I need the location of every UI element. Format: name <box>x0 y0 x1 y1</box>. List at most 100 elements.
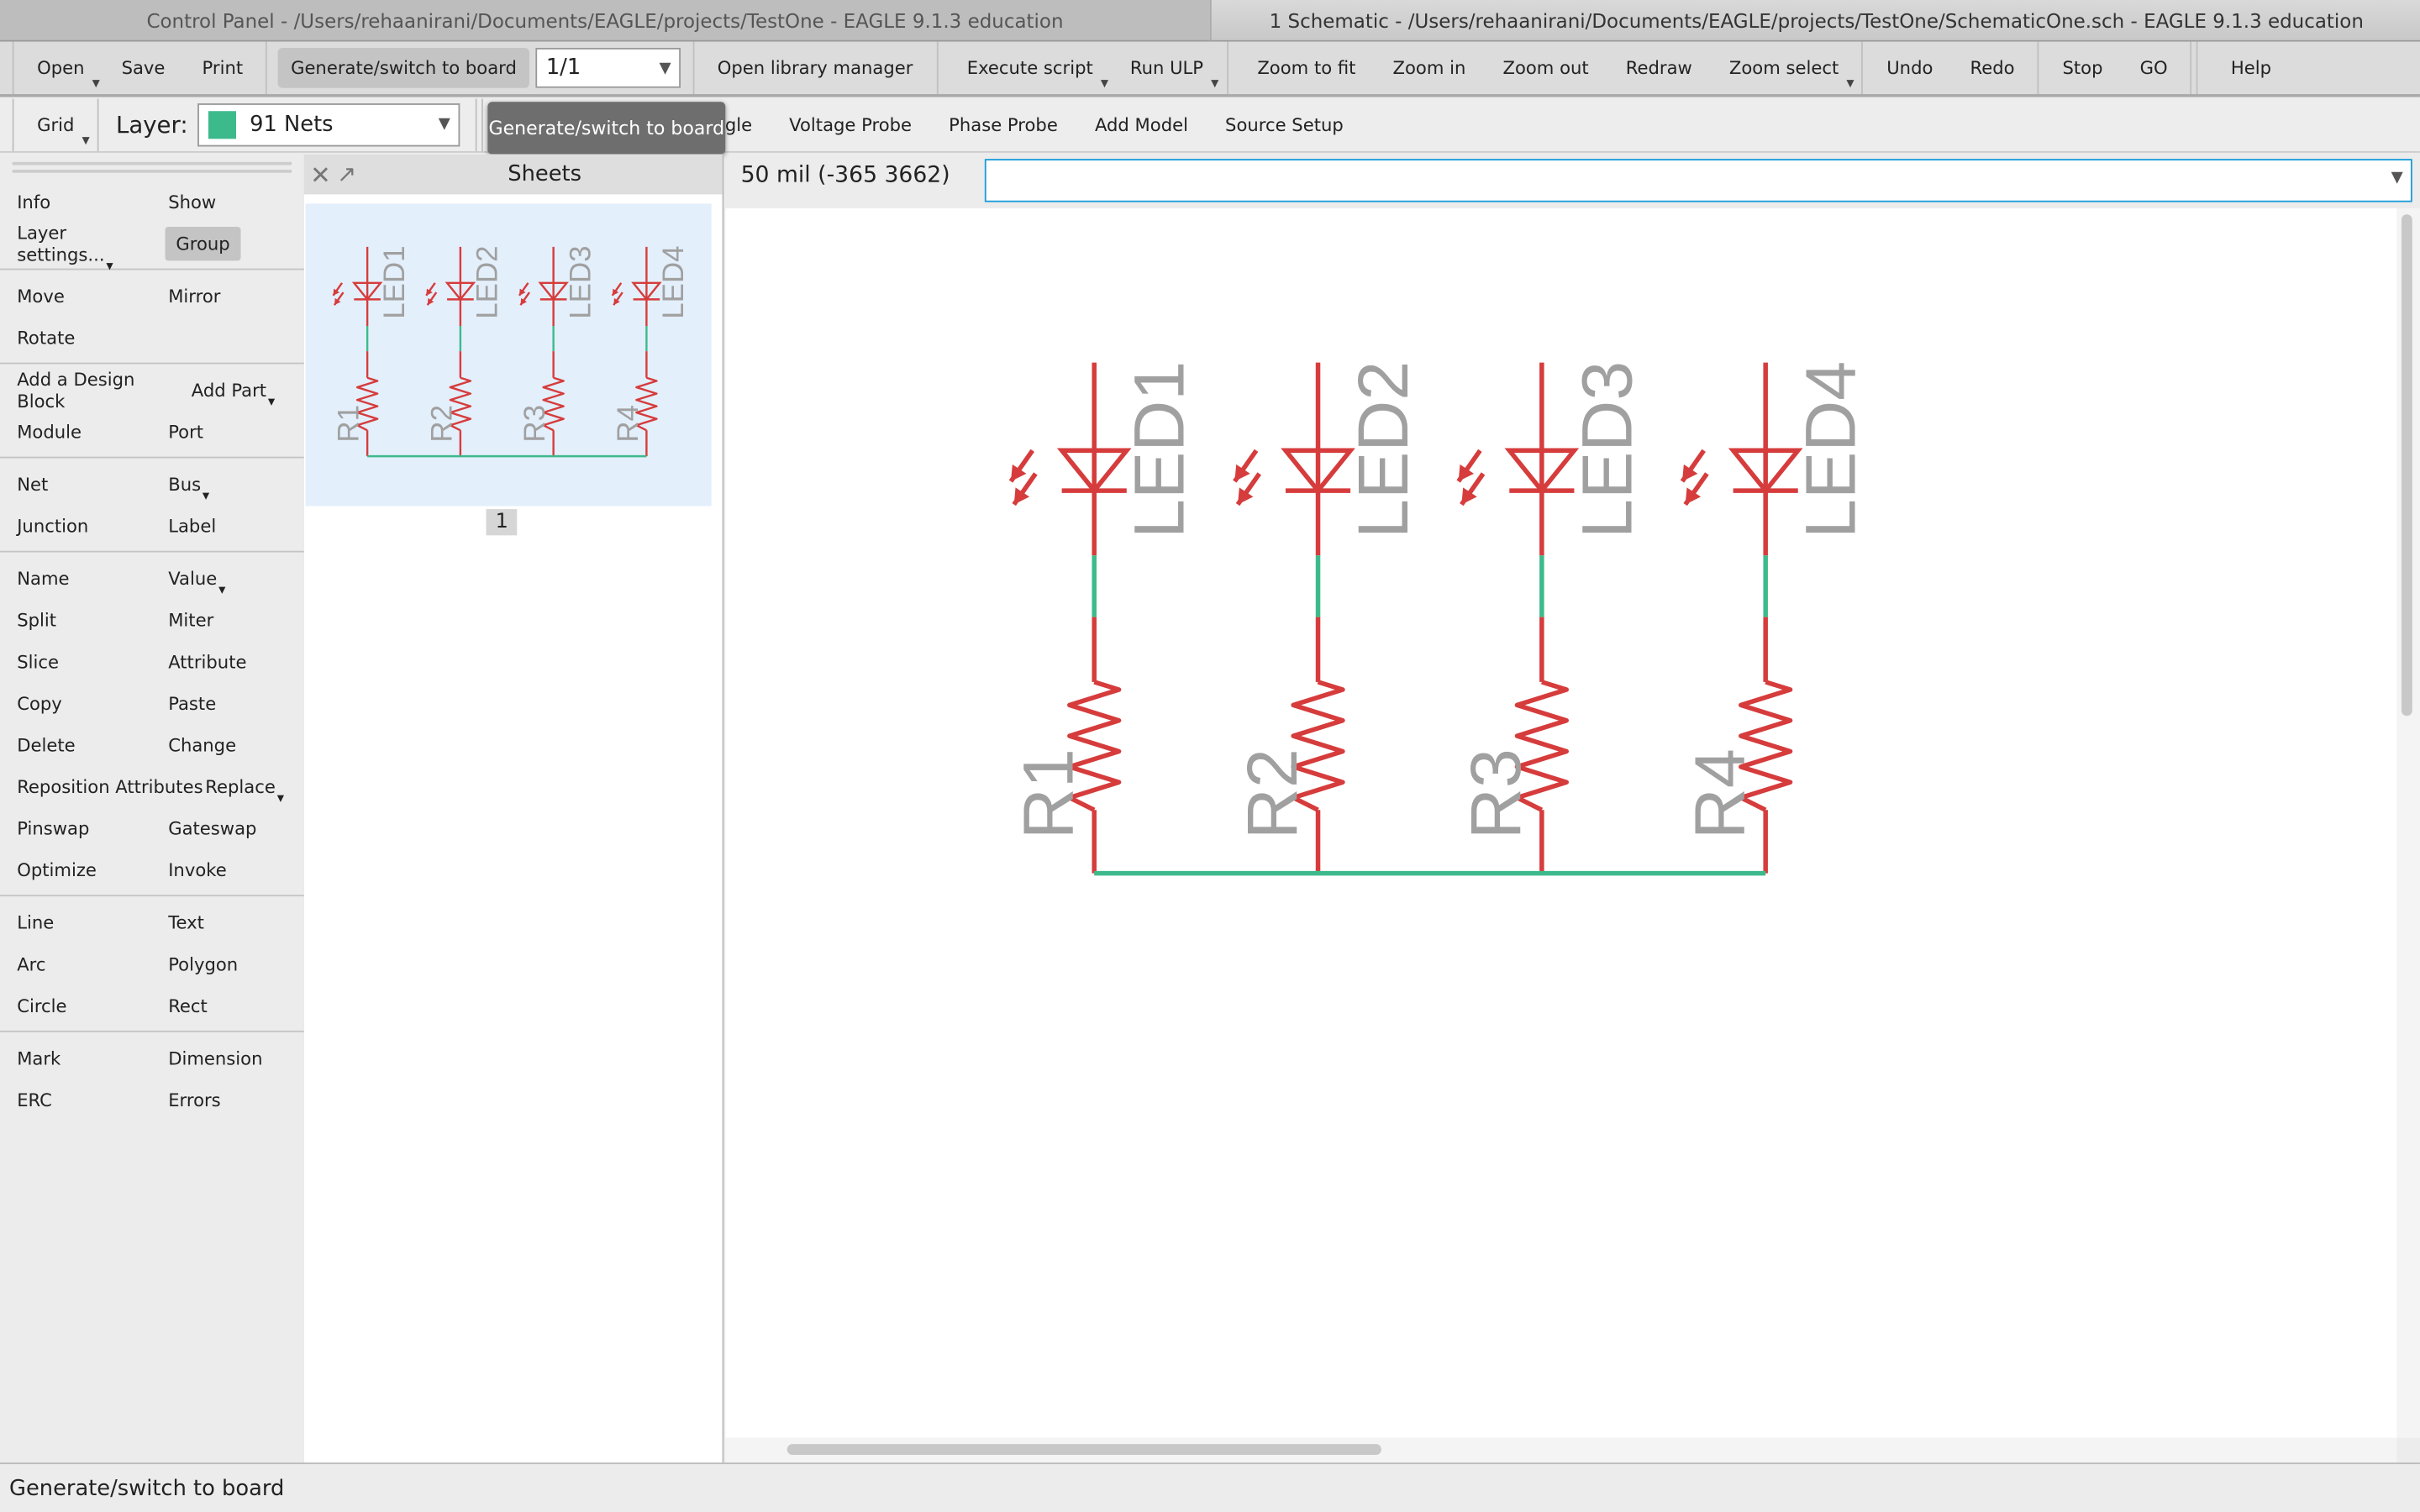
led-symbol-4 <box>631 281 662 302</box>
command-name-button[interactable]: Name <box>17 566 70 589</box>
go-button[interactable]: GO <box>2139 56 2168 79</box>
vertical-scrollbar[interactable] <box>2396 207 2420 1438</box>
toggle-button[interactable]: gle <box>724 113 753 135</box>
run-ulp-button[interactable]: Run ULP <box>1112 57 1222 92</box>
led-symbol-4 <box>1728 448 1803 495</box>
command-rect-button[interactable]: Rect <box>168 994 208 1016</box>
command-polygon-button[interactable]: Polygon <box>168 953 239 974</box>
schematic-titlebar[interactable]: 1 Schematic - /Users/rehaanirani/Documen… <box>1209 0 2420 42</box>
resistor-label: R4 <box>1680 748 1759 839</box>
command-bus-button[interactable]: Bus <box>168 472 202 495</box>
led-label: LED3 <box>564 245 597 318</box>
generate-board-button[interactable]: Generate/switch to board <box>278 47 529 88</box>
redo-button[interactable]: Redo <box>1970 56 2015 79</box>
arrowhead <box>612 288 619 296</box>
command-gateswap-button[interactable]: Gateswap <box>168 816 257 839</box>
command-pinswap-button[interactable]: Pinswap <box>17 816 90 839</box>
command-split-button[interactable]: Split <box>17 608 57 631</box>
source-setup-button[interactable]: Source Setup <box>1225 113 1344 135</box>
command-rotate-button[interactable]: Rotate <box>17 326 76 349</box>
resistor-label: R4 <box>612 405 644 443</box>
grid-button[interactable]: Grid <box>18 113 92 149</box>
command-input[interactable]: ▼ <box>984 159 2412 202</box>
horizontal-scrollbar[interactable] <box>725 1437 2397 1463</box>
scrollbar-thumb[interactable] <box>2401 214 2412 717</box>
save-button[interactable]: Save <box>121 56 166 79</box>
command-module-button[interactable]: Module <box>17 420 82 443</box>
open-button[interactable]: Open <box>18 57 103 92</box>
command-optimize-button[interactable]: Optimize <box>17 858 97 880</box>
led-symbol-3 <box>538 281 569 302</box>
command-value-button[interactable]: Value <box>168 566 218 589</box>
close-icon[interactable]: ✕ <box>310 160 331 189</box>
command-group-button[interactable]: Group <box>165 226 241 260</box>
command-add-a-design-block-button[interactable]: Add a Design Block <box>17 368 135 412</box>
control-panel-titlebar[interactable]: Control Panel - /Users/rehaanirani/Docum… <box>0 0 1210 42</box>
command-move-button[interactable]: Move <box>17 284 65 307</box>
voltage-probe-button[interactable]: Voltage Probe <box>789 113 913 135</box>
library-manager-button[interactable]: Open library manager <box>717 56 913 79</box>
command-reposition-attributes-button[interactable]: Reposition Attributes <box>17 774 203 797</box>
command-net-button[interactable]: Net <box>17 472 49 495</box>
command-cell: Errors <box>151 1089 302 1110</box>
command-mirror-button[interactable]: Mirror <box>168 284 221 307</box>
add-model-button[interactable]: Add Model <box>1094 113 1188 135</box>
command-cell: Delete <box>0 733 151 755</box>
command-line-button[interactable]: Line <box>17 911 55 933</box>
sheet-page-number[interactable]: 1 <box>486 509 518 536</box>
command-replace-button[interactable]: Replace <box>205 774 276 797</box>
undo-button[interactable]: Undo <box>1886 56 1933 79</box>
command-delete-button[interactable]: Delete <box>17 733 76 756</box>
sheet-select[interactable]: 1/1▼ <box>534 47 681 88</box>
layer-select[interactable]: 91 Nets▼ <box>197 102 460 146</box>
command-cell: Show <box>151 191 302 213</box>
dropdown-arrow-icon: ▾ <box>202 488 210 504</box>
command-change-button[interactable]: Change <box>168 733 237 756</box>
command-cell: Polygon <box>151 953 302 974</box>
command-arc-button[interactable]: Arc <box>17 953 46 974</box>
command-circle-button[interactable]: Circle <box>17 994 67 1016</box>
chevron-down-icon[interactable]: ▼ <box>2391 170 2403 187</box>
execute-script-button[interactable]: Execute script <box>949 57 1112 92</box>
zoom-out-button[interactable]: Zoom out <box>1502 56 1589 79</box>
arrowhead <box>333 288 340 296</box>
command-attribute-button[interactable]: Attribute <box>168 650 247 672</box>
expand-arrow-icon[interactable]: ↗ <box>337 160 357 189</box>
command-row: Info Show <box>0 181 304 223</box>
command-errors-button[interactable]: Errors <box>168 1088 221 1110</box>
command-port-button[interactable]: Port <box>168 420 204 443</box>
command-erc-button[interactable]: ERC <box>17 1088 52 1110</box>
command-show-button[interactable]: Show <box>168 190 217 213</box>
command-junction-button[interactable]: Junction <box>17 514 89 537</box>
command-invoke-button[interactable]: Invoke <box>168 858 227 880</box>
print-button[interactable]: Print <box>202 56 244 79</box>
command-copy-button[interactable]: Copy <box>17 691 62 714</box>
command-add-part-button[interactable]: Add Part <box>191 378 267 401</box>
command-paste-button[interactable]: Paste <box>168 691 217 714</box>
led-symbol-2 <box>445 281 476 302</box>
command-slice-button[interactable]: Slice <box>17 650 59 672</box>
zoom-in-button[interactable]: Zoom in <box>1392 56 1466 79</box>
phase-probe-button[interactable]: Phase Probe <box>949 113 1058 135</box>
command-info-button[interactable]: Info <box>17 190 51 213</box>
scrollbar-thumb[interactable] <box>786 1444 1381 1456</box>
led-label: LED1 <box>378 245 411 318</box>
command-text-button[interactable]: Text <box>168 911 204 933</box>
redraw-button[interactable]: Redraw <box>1625 56 1692 79</box>
command-mark-button[interactable]: Mark <box>17 1047 61 1068</box>
stop-button[interactable]: Stop <box>2062 56 2103 79</box>
command-cell: Change <box>151 733 302 755</box>
command-label-button[interactable]: Label <box>168 514 217 537</box>
command-dimension-button[interactable]: Dimension <box>168 1047 263 1068</box>
zoom-select-button[interactable]: Zoom select <box>1711 57 1857 92</box>
zoom-to-fit-button[interactable]: Zoom to fit <box>1257 56 1356 79</box>
main-toolbar: Open Save Print Generate/switch to board… <box>0 41 2420 97</box>
help-button[interactable]: Help <box>2230 56 2272 79</box>
command-miter-button[interactable]: Miter <box>168 608 214 631</box>
command-layer-settings-button[interactable]: Layer settings... <box>17 221 105 265</box>
